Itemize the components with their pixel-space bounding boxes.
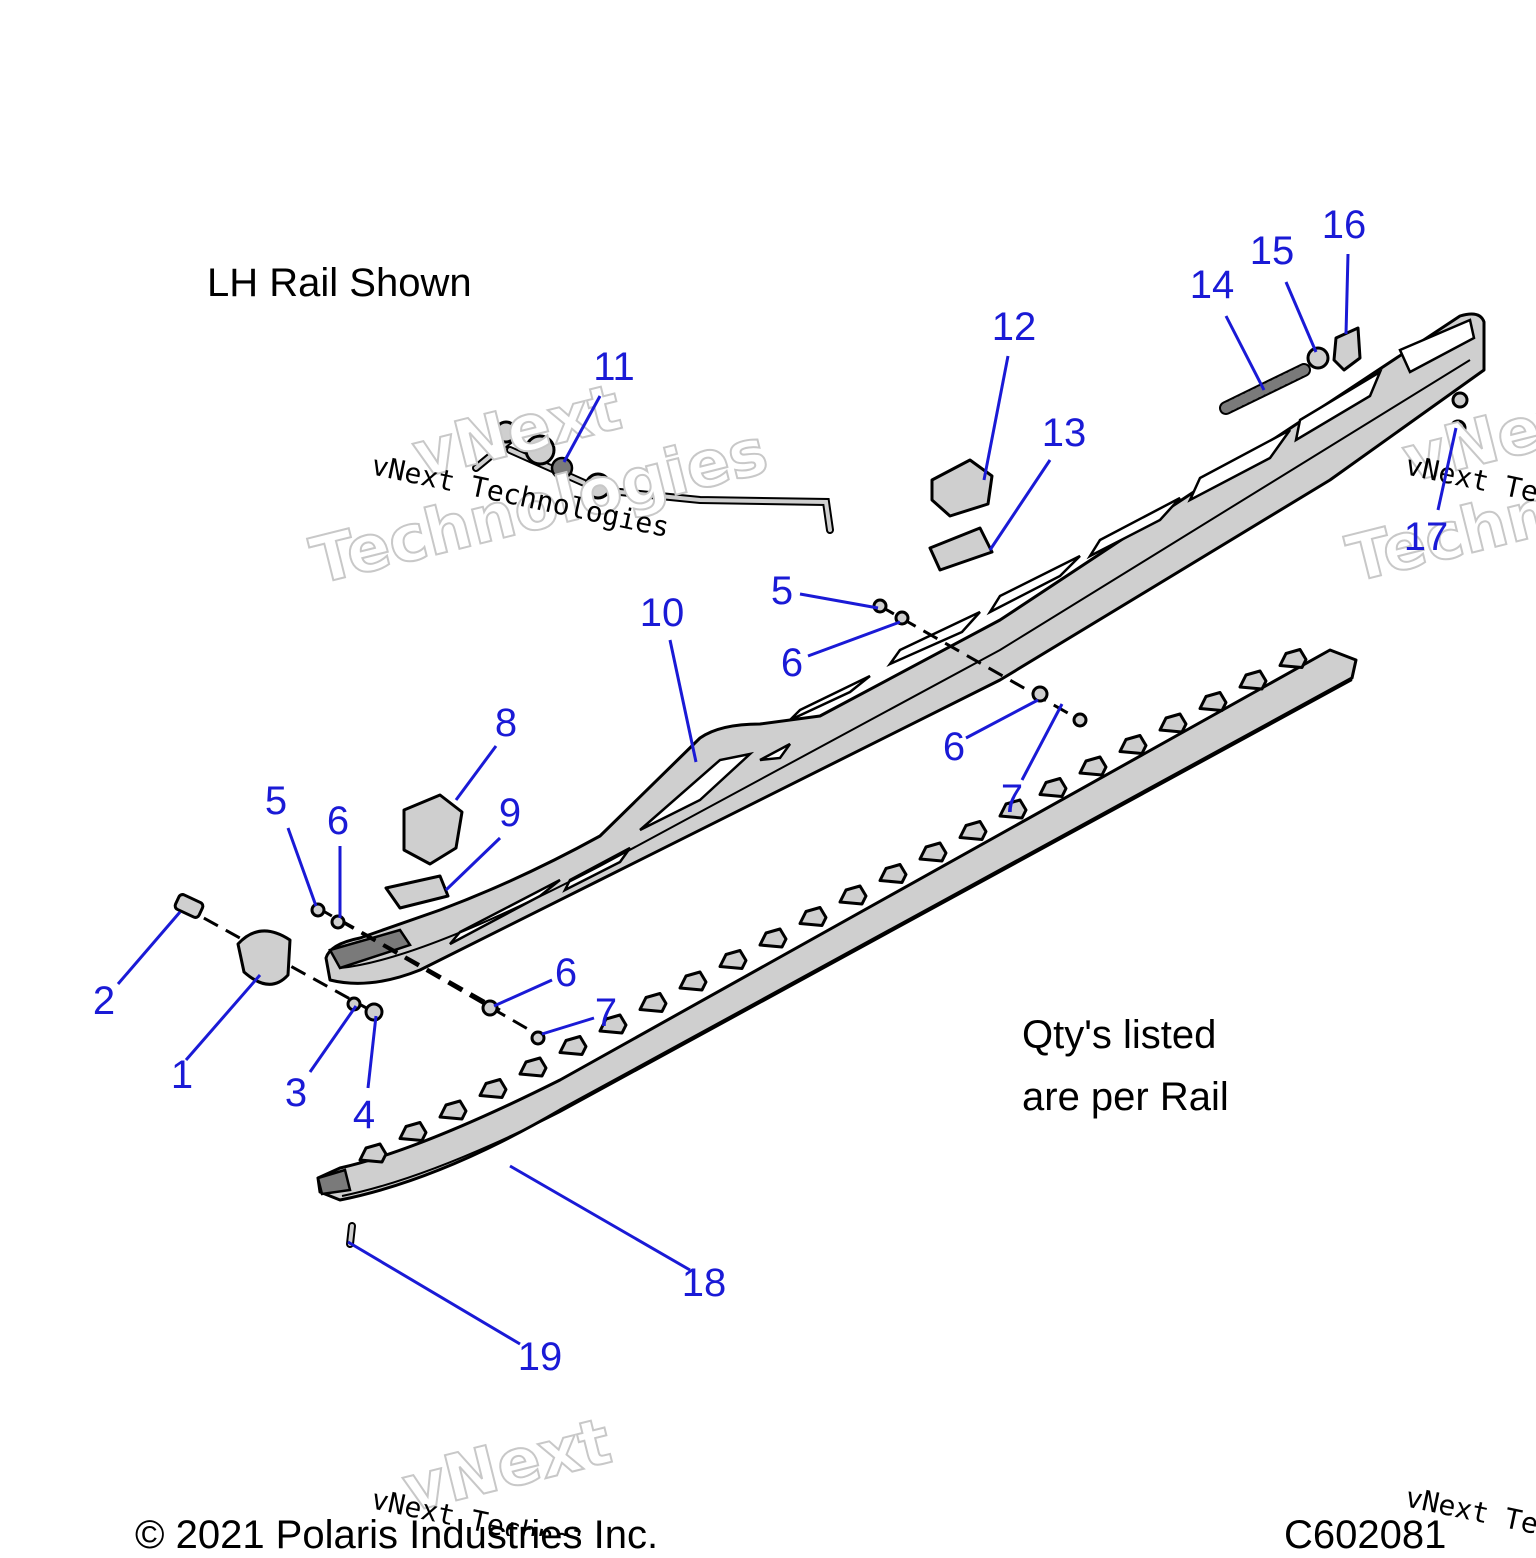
wear-bar-tooth xyxy=(1038,777,1068,798)
wear-bar-tooth xyxy=(478,1078,508,1099)
qty-note-line2: are per Rail xyxy=(1022,1075,1229,1119)
wear-bar-tooth xyxy=(638,992,668,1013)
wear-bar-tooth xyxy=(358,1142,388,1164)
callout-c7b: 7 xyxy=(1001,777,1023,821)
callout-c7a: 7 xyxy=(595,991,617,1035)
sway-bar-part xyxy=(472,420,834,534)
bumper-parts xyxy=(928,458,994,572)
callout-c16: 16 xyxy=(1322,203,1367,247)
callout-c8: 8 xyxy=(495,701,517,745)
qty-note-line1: Qty's listed xyxy=(1022,1013,1217,1057)
view-label: LH Rail Shown xyxy=(207,261,472,305)
callout-c5a: 5 xyxy=(265,779,287,823)
callout-c18: 18 xyxy=(682,1261,727,1305)
front-hardware xyxy=(173,793,546,1046)
wear-bar-tooth xyxy=(558,1035,588,1056)
wear-bar-tooth xyxy=(518,1056,548,1078)
callout-c5b: 5 xyxy=(771,569,793,613)
wear-bar-tooth xyxy=(1118,734,1148,755)
wear-bar-tooth xyxy=(678,970,708,992)
leader-line-c13 xyxy=(988,459,1052,551)
callout-c10: 10 xyxy=(640,591,685,635)
callout-c1: 1 xyxy=(171,1053,193,1097)
callout-c12: 12 xyxy=(992,305,1037,349)
wear-bar-tooth xyxy=(838,884,868,906)
leader-line-c9 xyxy=(444,836,502,892)
leader-line-c8 xyxy=(454,745,498,801)
wear-bar-bolt xyxy=(346,1222,356,1248)
leader-line-c18 xyxy=(509,1164,691,1272)
wear-bar-tooth xyxy=(1238,669,1268,691)
leader-line-c5b xyxy=(799,592,879,610)
leader-line-c12 xyxy=(982,355,1010,481)
leader-line-c6b xyxy=(493,978,553,1008)
mid-hardware xyxy=(872,598,1088,728)
rail-part xyxy=(324,312,1486,985)
wear-bar-tooth xyxy=(438,1099,468,1121)
wear-bar-teeth xyxy=(358,648,1308,1164)
callout-c11: 11 xyxy=(593,345,635,389)
wear-bar-tooth xyxy=(918,841,948,863)
callout-c9: 9 xyxy=(499,791,521,835)
wear-bar-part xyxy=(316,648,1358,1202)
leader-line-c7a xyxy=(541,1016,595,1036)
qty-note: Qty's listed are per Rail xyxy=(1022,1004,1229,1128)
leader-line-c16 xyxy=(1344,253,1350,335)
wear-bar-tooth xyxy=(798,906,828,927)
callout-c6a: 6 xyxy=(327,799,349,843)
leader-line-c1 xyxy=(184,974,262,1061)
callout-c3: 3 xyxy=(285,1071,307,1115)
wear-bar-tooth xyxy=(998,798,1028,820)
callout-c6b: 6 xyxy=(555,951,577,995)
wear-bar-tooth xyxy=(958,820,988,841)
wear-bar-tooth xyxy=(1078,755,1108,777)
callout-c6c: 6 xyxy=(781,641,803,685)
leader-line-c15 xyxy=(1284,281,1318,353)
leader-line-c17 xyxy=(1436,427,1458,511)
watermark-group: vNext Technologies vNext Technologies vN… xyxy=(303,370,1536,1536)
leader-line-c5a xyxy=(286,827,318,907)
callout-c4: 4 xyxy=(353,1093,375,1137)
wear-bar-tooth xyxy=(398,1121,428,1142)
wear-bar-tooth xyxy=(1278,648,1308,669)
wear-bar-tooth xyxy=(1158,712,1188,734)
leader-line-c19 xyxy=(347,1240,521,1346)
wear-bar-tooth xyxy=(758,927,788,949)
leader-line-c10 xyxy=(668,639,698,763)
callout-c15: 15 xyxy=(1250,229,1295,273)
leader-line-c4 xyxy=(366,1015,378,1089)
callout-c2: 2 xyxy=(93,979,115,1023)
leader-line-c3 xyxy=(308,1005,358,1073)
leader-line-c6c xyxy=(807,620,901,658)
callout-c14: 14 xyxy=(1190,263,1235,307)
wear-bar-tooth xyxy=(1198,691,1228,712)
callout-c6d: 6 xyxy=(943,725,965,769)
callout-c13: 13 xyxy=(1042,411,1087,455)
leader-line-c2 xyxy=(116,911,182,985)
leader-line-c11 xyxy=(562,395,602,463)
callout-c19: 19 xyxy=(518,1335,563,1379)
leader-line-c14 xyxy=(1224,315,1266,391)
wear-bar-tooth xyxy=(718,949,748,970)
callout-c17: 17 xyxy=(1404,515,1449,559)
leader-line-c7b xyxy=(1020,703,1064,781)
wear-bar-tooth xyxy=(598,1013,628,1035)
wear-bar-tooth xyxy=(878,863,908,884)
leader-line-c6d xyxy=(965,698,1039,740)
